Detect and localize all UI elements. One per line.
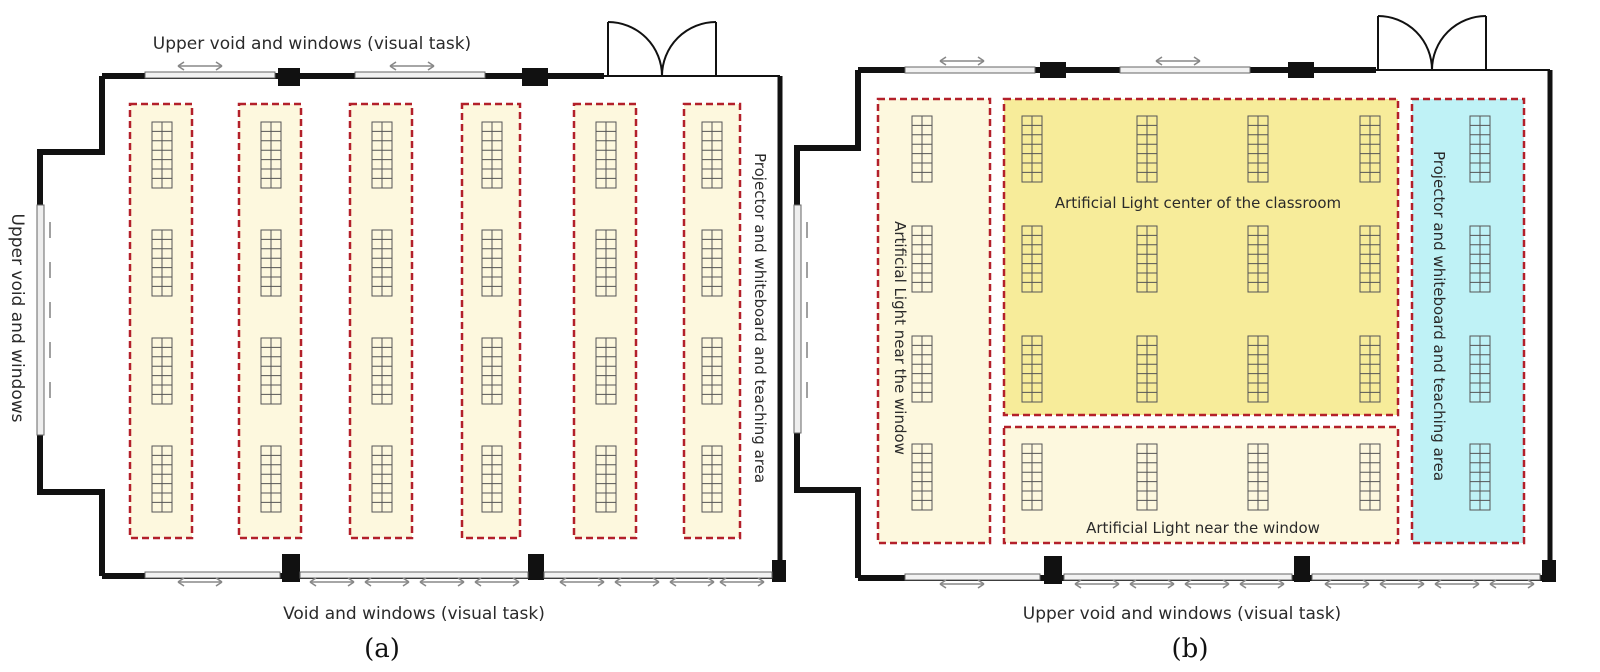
panel-a-label-bottom: Void and windows (visual task): [283, 604, 545, 624]
zone-center-label: Artificial Light center of the classroom: [1055, 194, 1341, 212]
panel-b-top-windows: [904, 56, 1251, 74]
zone-4: [460, 102, 522, 540]
panel-b-door: [1377, 15, 1487, 71]
panel-b-bottom-windows: [904, 573, 1541, 589]
zone-lower-label: Artificial Light near the window: [1086, 519, 1320, 537]
panel-a-label-top: Upper void and windows (visual task): [153, 34, 471, 54]
zone-left-near-window: [876, 97, 992, 545]
panel-a-zones: [128, 102, 742, 540]
zone-2: [237, 102, 303, 540]
panel-b-caption: (b): [1172, 634, 1209, 664]
zone-center-classroom: [1002, 97, 1400, 417]
zone-5: [572, 102, 638, 540]
panel-a-top-windows: [144, 61, 486, 79]
panel-a: Upper void and windows (visual task) Upp…: [7, 21, 786, 664]
zone-teaching-label: Projector and whiteboard and teaching ar…: [1430, 151, 1448, 481]
panel-b-left-windows: [793, 204, 808, 434]
panel-a-label-left: Upper void and windows: [7, 214, 27, 423]
panel-a-bottom-windows: [144, 571, 773, 587]
panel-b: Artificial Light near the window Artific…: [793, 15, 1556, 664]
zone-left-label: Artificial Light near the window: [891, 221, 909, 455]
zone-3: [348, 102, 414, 540]
panel-b-label-bottom: Upper void and windows (visual task): [1023, 604, 1341, 624]
zone-1: [128, 102, 194, 540]
panel-a-door: [607, 21, 717, 77]
panel-a-caption: (a): [364, 634, 400, 664]
zone-lower-near-window: [1002, 425, 1400, 545]
panel-a-label-right: Projector and whiteboard and teaching ar…: [751, 153, 769, 483]
zone-teaching-area: [1410, 97, 1526, 545]
panel-a-left-windows: [36, 204, 51, 436]
